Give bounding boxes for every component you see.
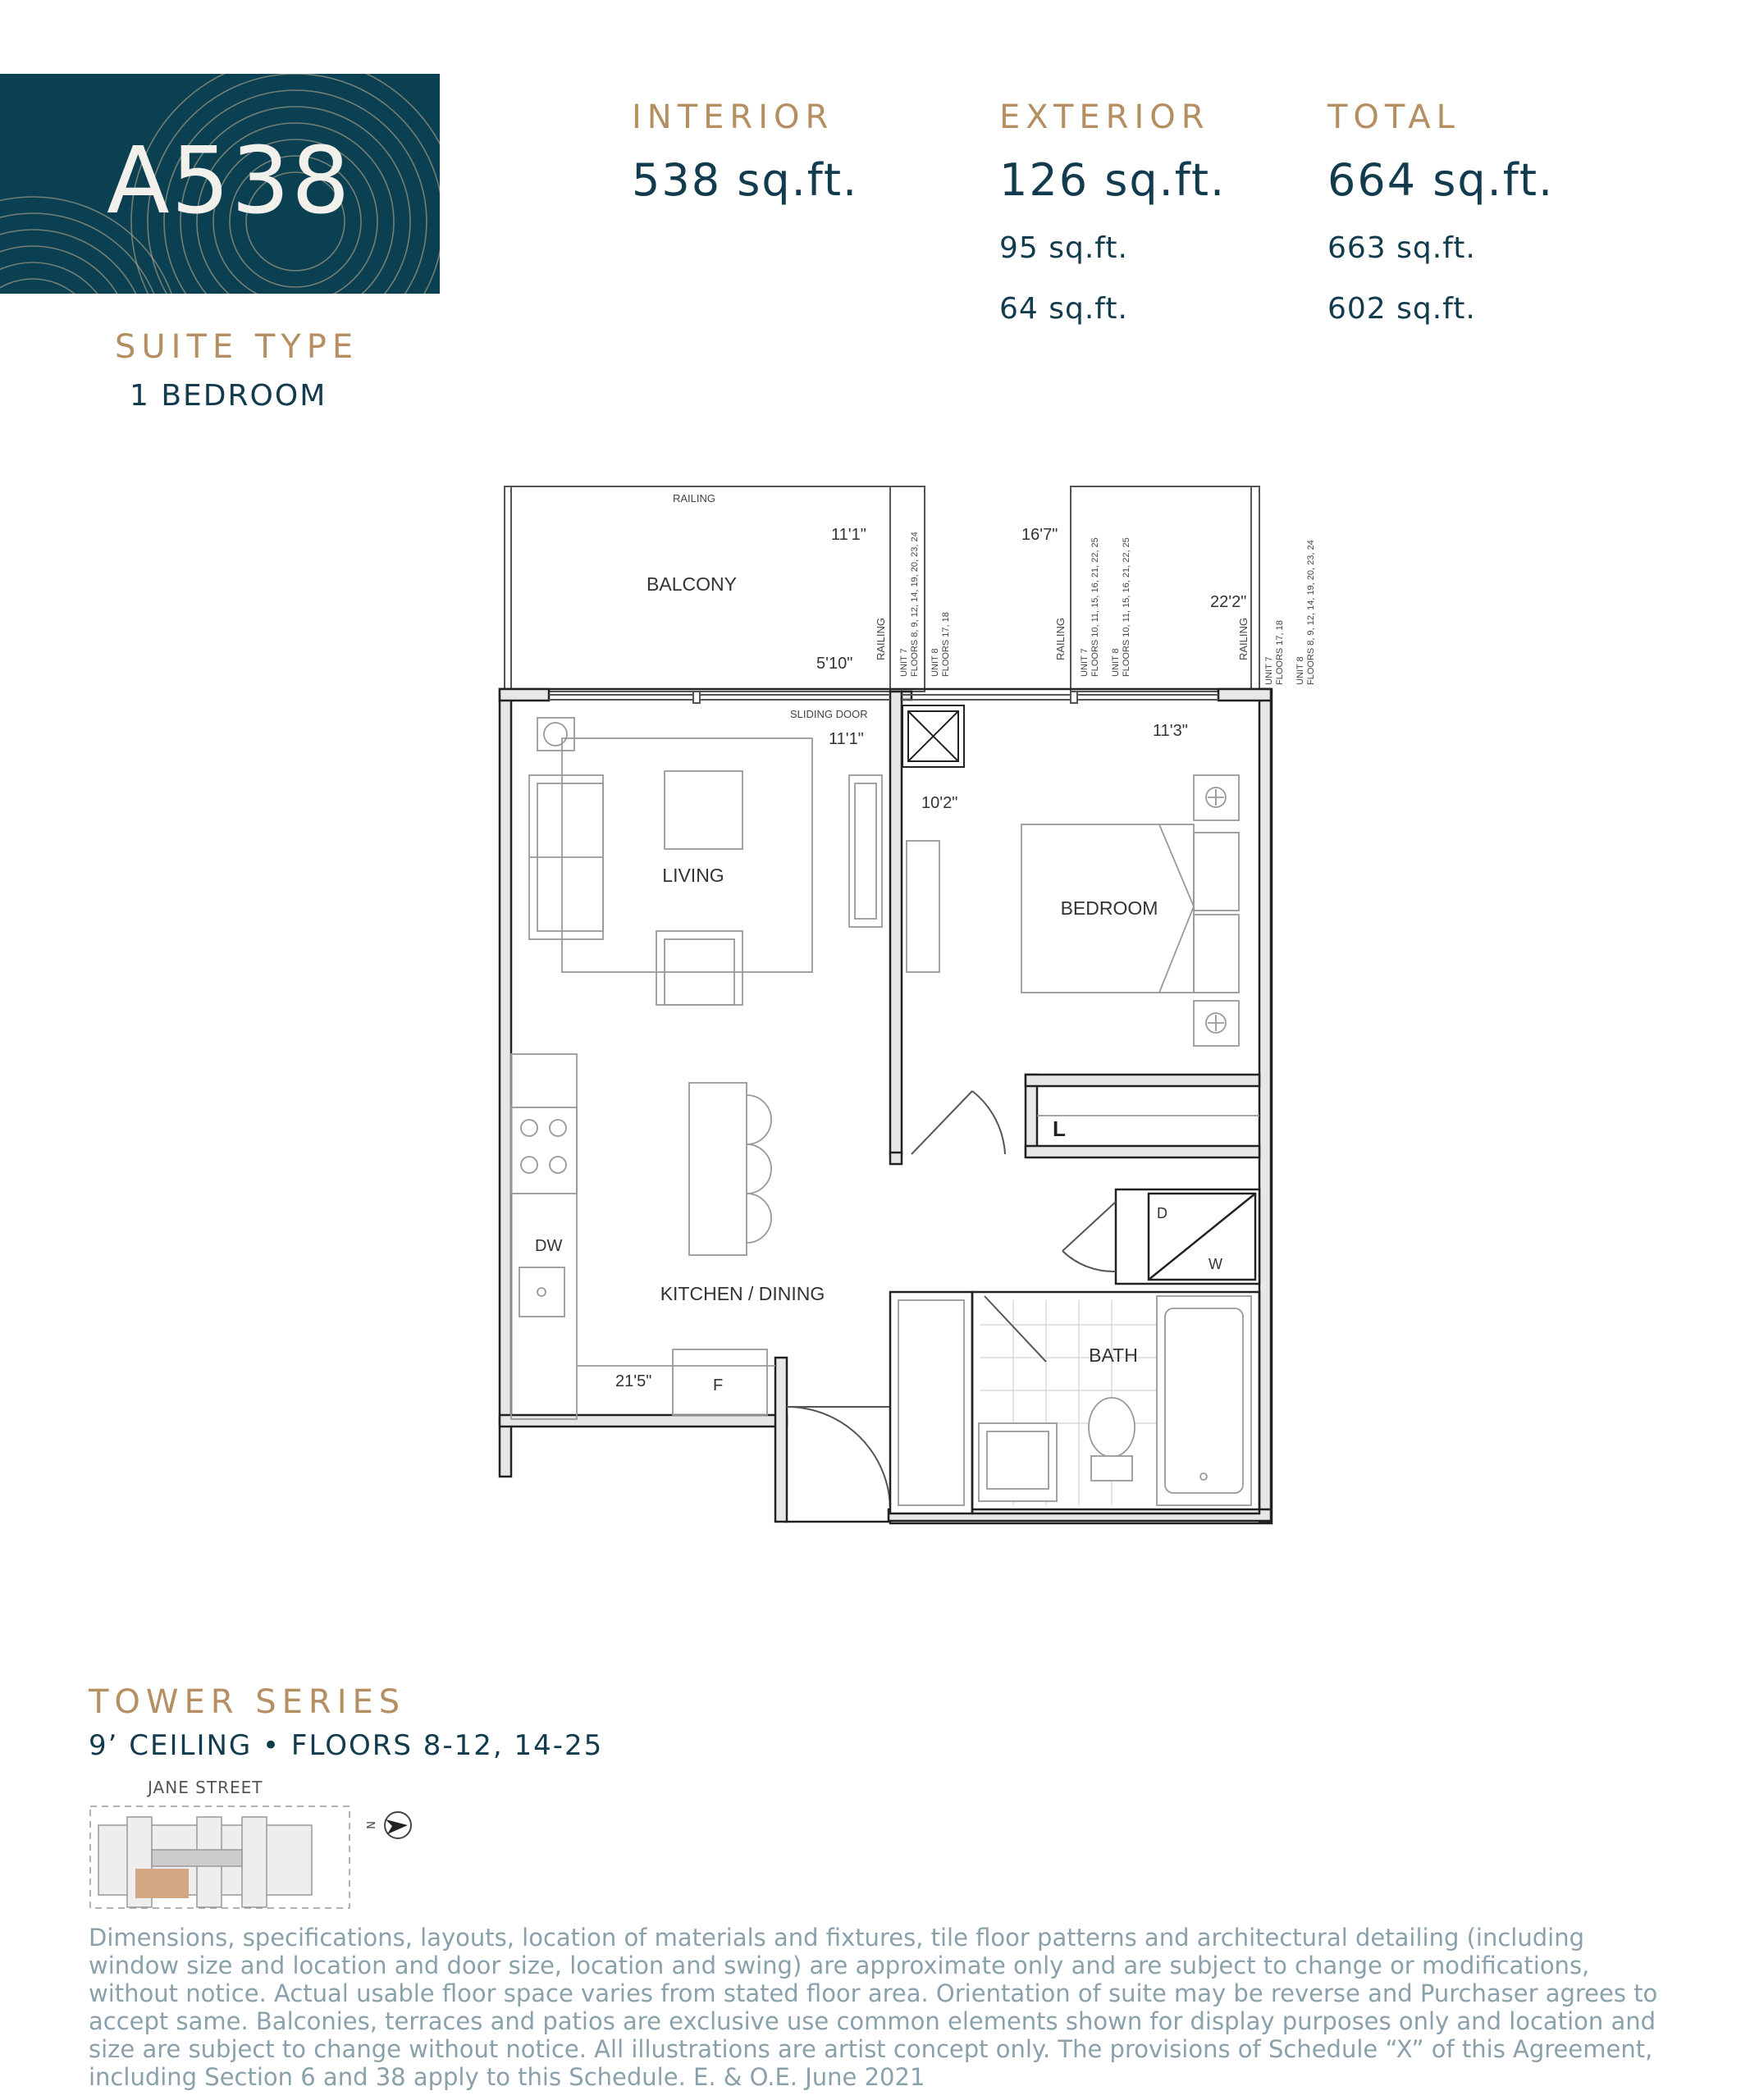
total-alt-2: 602 sq.ft. <box>1327 292 1476 326</box>
dim-right-balcony: 22'2" <box>1210 593 1246 611</box>
interior-label: INTERIOR <box>632 98 834 136</box>
unit-note-1a: UNIT 7 <box>899 648 909 677</box>
label-sliding-door: SLIDING DOOR <box>790 708 868 720</box>
unit-note-2c: UNIT 8 <box>1111 648 1121 677</box>
room-living: LIVING <box>662 865 724 886</box>
unit-note-2b: FLOORS 10, 11, 15, 16, 21, 22, 25 <box>1090 537 1100 677</box>
unit-note-3b: FLOORS 17, 18 <box>1275 620 1285 685</box>
unit-note-3d: FLOORS 8, 9, 12, 14, 19, 20, 23, 24 <box>1306 540 1316 685</box>
unit-note-3a: UNIT 7 <box>1264 656 1274 685</box>
unit-note-3c: UNIT 8 <box>1295 656 1305 685</box>
unit-note-1d: FLOORS 17, 18 <box>941 612 951 677</box>
room-balcony: BALCONY <box>647 573 737 595</box>
room-kitchen: KITCHEN / DINING <box>660 1283 825 1304</box>
label-railing-top: RAILING <box>673 492 715 504</box>
key-plan: JANE STREET N <box>89 1780 412 1909</box>
suite-type-value: 1 BEDROOM <box>130 379 327 413</box>
label-fridge: F <box>713 1376 723 1395</box>
total-value: 664 sq.ft. <box>1327 154 1555 206</box>
interior-value: 538 sq.ft. <box>632 154 859 206</box>
exterior-alt-2: 64 sq.ft. <box>999 292 1128 326</box>
balcony-left-outline <box>504 486 925 692</box>
dim-living-width: 11'1" <box>829 730 864 748</box>
series-detail: 9’ CEILING • FLOORS 8-12, 14-25 <box>89 1729 604 1762</box>
suite-type-label: SUITE TYPE <box>115 328 359 366</box>
room-bath: BATH <box>1089 1344 1138 1366</box>
label-railing-1: RAILING <box>875 618 887 660</box>
room-bedroom: BEDROOM <box>1061 897 1158 919</box>
label-washer: W <box>1209 1256 1222 1272</box>
unit-note-2d: FLOORS 10, 11, 15, 16, 21, 22, 25 <box>1122 537 1131 677</box>
suite-code: A538 <box>107 128 352 235</box>
dim-bedroom-width: 11'3" <box>1153 722 1188 740</box>
exterior-value: 126 sq.ft. <box>999 154 1227 206</box>
street-label: JANE STREET <box>146 1780 263 1797</box>
disclaimer: Dimensions, specifications, layouts, loc… <box>89 1924 1658 2091</box>
dim-kitchen-length: 21'5" <box>615 1372 651 1390</box>
exterior-label: EXTERIOR <box>999 98 1210 136</box>
north-arrow-icon <box>384 1811 412 1839</box>
dim-balcony-width: 5'10" <box>816 655 852 673</box>
exterior-alt-1: 95 sq.ft. <box>999 231 1128 265</box>
series-name: TOWER SERIES <box>89 1683 406 1721</box>
label-dishwasher: DW <box>535 1237 562 1255</box>
suite-badge: A538 <box>0 74 440 294</box>
dim-bedroom-depth: 10'2" <box>921 794 957 812</box>
label-railing-3: RAILING <box>1237 618 1250 660</box>
label-railing-2: RAILING <box>1054 618 1067 660</box>
balcony-right-outline <box>1070 486 1260 692</box>
total-alt-1: 663 sq.ft. <box>1327 231 1476 265</box>
label-dryer: D <box>1157 1205 1167 1221</box>
unit-note-2a: UNIT 7 <box>1080 648 1090 677</box>
total-label: TOTAL <box>1327 98 1460 136</box>
north-label: N <box>363 1821 376 1829</box>
unit-note-1b: FLOORS 8, 9, 12, 14, 19, 20, 23, 24 <box>910 532 920 677</box>
dim-mid-balcony: 16'7" <box>1021 526 1058 544</box>
badge-arc-pattern <box>0 74 440 294</box>
dim-balcony-depth: 11'1" <box>831 526 866 544</box>
floor-plan: BALCONY LIVING BEDROOM KITCHEN / DINING … <box>498 486 1316 1525</box>
suite-location-highlight <box>135 1869 189 1898</box>
label-linen: L <box>1053 1116 1066 1141</box>
unit-note-1c: UNIT 8 <box>930 648 940 677</box>
